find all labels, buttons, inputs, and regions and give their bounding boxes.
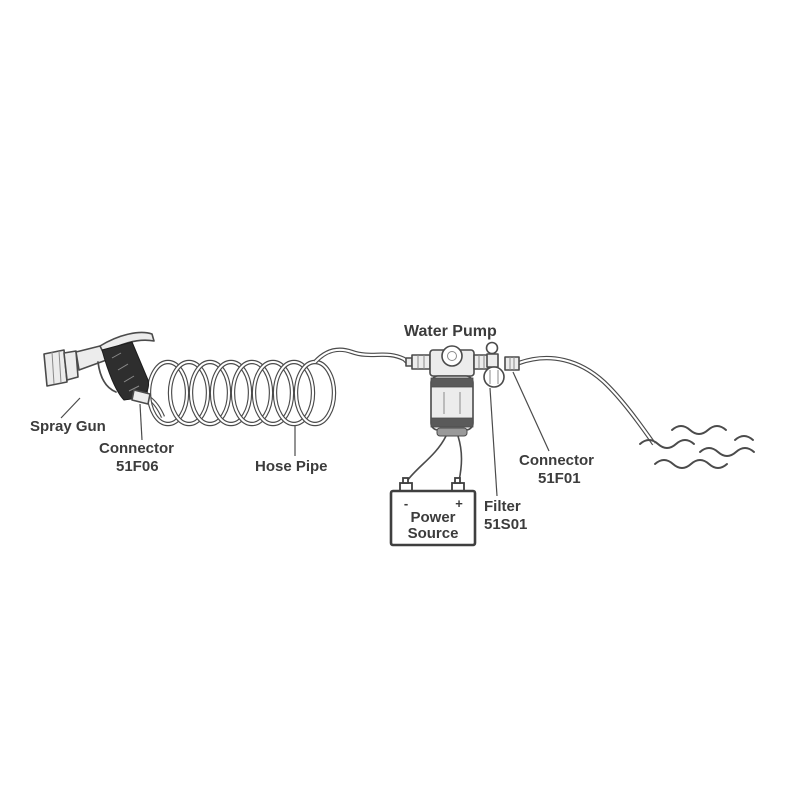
pump-outlet-hex <box>473 354 489 370</box>
label-power-line2: Source <box>408 525 459 542</box>
label-connector-51f06: Connector <box>99 440 174 457</box>
label-filter: Filter <box>484 498 521 515</box>
pump-inlet-port <box>405 357 413 367</box>
filter-figure <box>483 341 505 388</box>
label-power-line1: Power <box>410 509 455 526</box>
water-pump-figure <box>405 345 489 437</box>
power-wires <box>406 435 463 482</box>
pump-inlet-hex <box>411 354 431 370</box>
pump-top-band <box>430 377 474 388</box>
leader-connector-51f06 <box>139 403 143 441</box>
hose-pump-to-water <box>518 355 656 446</box>
hose-coil <box>146 359 337 427</box>
nozzle-collar <box>63 350 79 381</box>
label-terminal-negative: - <box>404 496 408 511</box>
spray-gun-figure <box>43 331 155 405</box>
connector-51f01-figure <box>504 356 520 371</box>
wave-line <box>654 459 728 469</box>
power-wire-positive <box>457 435 463 482</box>
filter-stem <box>486 353 499 368</box>
wave-line <box>734 435 754 441</box>
label-connector-51f06-code: 51F06 <box>116 458 159 475</box>
pump-bottom-cap <box>436 427 468 437</box>
label-terminal-positive: + <box>455 496 463 511</box>
power-wire-negative <box>406 435 447 482</box>
leader-filter <box>489 387 498 497</box>
filter-bowl <box>483 366 505 388</box>
label-water-pump: Water Pump <box>404 323 497 340</box>
label-filter-code: 51S01 <box>484 516 527 533</box>
label-connector-51f01: Connector <box>519 452 594 469</box>
nozzle-tip <box>43 349 68 387</box>
connector-hex <box>504 356 520 371</box>
hose-coil-to-pump <box>313 347 409 364</box>
pump-bottom-band <box>430 417 474 428</box>
leader-connector-51f01 <box>512 371 550 452</box>
wave-line <box>699 447 755 457</box>
water-waves <box>639 425 755 469</box>
wave-line <box>671 425 727 435</box>
hose-fitting <box>131 389 151 405</box>
filter-knob <box>485 341 499 355</box>
label-spray-gun: Spray Gun <box>30 418 106 435</box>
gun-trigger <box>97 361 117 393</box>
leader-lines <box>60 371 550 497</box>
power-source-figure: - + Power Source <box>389 477 477 547</box>
wave-line <box>639 439 695 449</box>
power-source-box <box>389 489 477 547</box>
label-connector-51f01-code: 51F01 <box>538 470 581 487</box>
labels: Water Pump Spray Gun Connector 51F06 Hos… <box>30 323 594 533</box>
label-hose-pipe: Hose Pipe <box>255 458 328 475</box>
leader-spray-gun <box>60 397 81 419</box>
pump-dome <box>441 345 463 367</box>
